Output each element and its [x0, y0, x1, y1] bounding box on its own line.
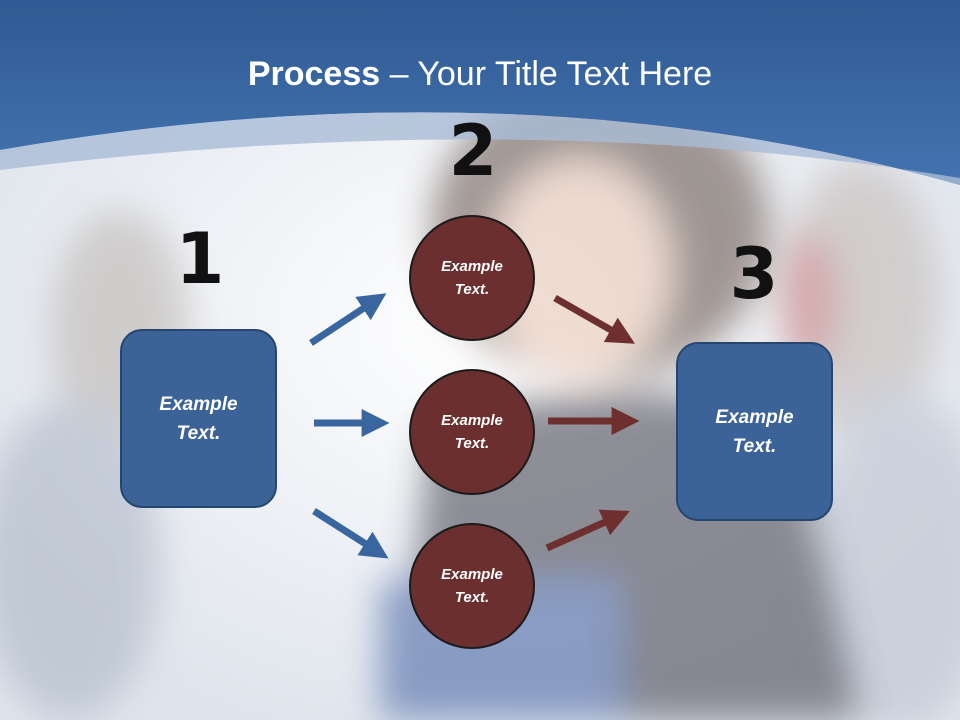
- step-number-2: 2: [448, 110, 498, 192]
- circle-text-bottom: Example Text.: [441, 566, 503, 606]
- title-rest: – Your Title Text Here: [380, 55, 713, 93]
- step-1-box: Example Text.: [120, 329, 277, 508]
- slide-title: Process – Your Title Text Here: [0, 52, 960, 96]
- step-1-text: Example Text.: [159, 393, 238, 444]
- arrow-top-to-3: [553, 294, 636, 344]
- step-3-box: Example Text.: [676, 342, 833, 521]
- title-bold: Process: [247, 55, 381, 93]
- arrow-1-to-top: [309, 293, 387, 346]
- step-3-text: Example Text.: [715, 406, 794, 457]
- step-number-3: 3: [729, 233, 779, 315]
- arrow-1-to-bottom: [312, 508, 389, 559]
- step-2-circle-bottom: Example Text.: [409, 523, 535, 649]
- circle-text-top: Example Text.: [441, 258, 503, 298]
- step-2-circle-middle: Example Text.: [409, 369, 535, 495]
- step-2-circle-top: Example Text.: [409, 215, 535, 341]
- arrow-bottom-to-3: [545, 509, 630, 552]
- circle-text-middle: Example Text.: [441, 412, 503, 452]
- step-number-1: 1: [175, 218, 225, 300]
